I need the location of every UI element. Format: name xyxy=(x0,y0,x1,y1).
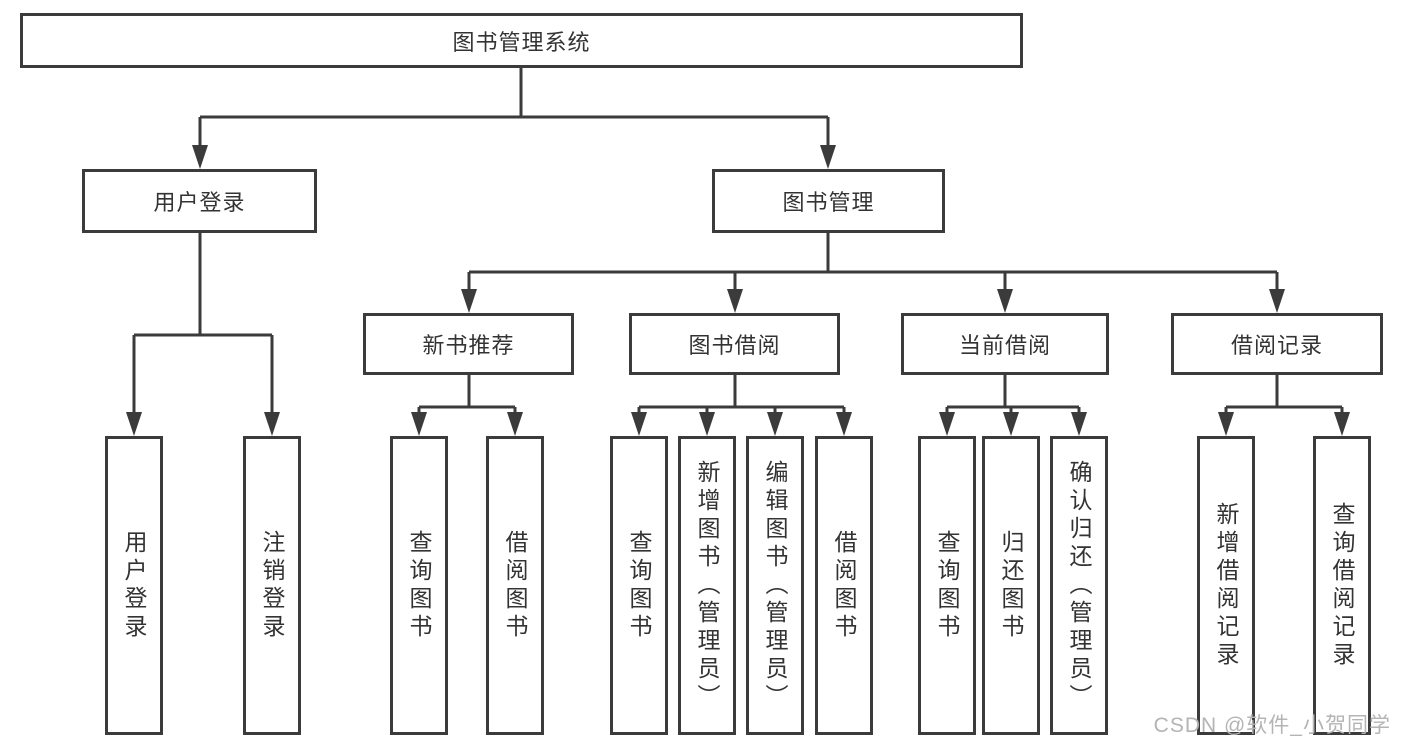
arrow-down-icon xyxy=(461,289,477,313)
connector-root-split xyxy=(198,68,830,149)
connector-recommend-split xyxy=(417,375,517,416)
node-current-borrow: 当前借阅 xyxy=(901,313,1109,375)
connector-mgmt-split xyxy=(467,233,1279,294)
leaf-current-return-book: 归还图书 xyxy=(982,436,1040,735)
connector-records-split xyxy=(1224,375,1344,416)
arrow-down-icon xyxy=(1003,412,1019,436)
leaf-records-query-record: 查询借阅记录 xyxy=(1313,436,1371,735)
arrow-down-icon xyxy=(836,412,852,436)
leaf-user-login: 用户登录 xyxy=(105,436,163,735)
leaf-borrow-add-book-admin: 新增图书（管理员） xyxy=(678,436,736,735)
connector-borrow-split xyxy=(637,375,846,416)
arrow-down-icon xyxy=(264,412,280,436)
node-borrow-records: 借阅记录 xyxy=(1171,313,1383,375)
leaf-records-add-record: 新增借阅记录 xyxy=(1197,436,1255,735)
node-new-book-recommend: 新书推荐 xyxy=(363,313,574,375)
arrow-down-icon xyxy=(411,412,427,436)
leaf-borrow-edit-book-admin: 编辑图书（管理员） xyxy=(746,436,804,735)
arrow-down-icon xyxy=(631,412,647,436)
node-book-borrow: 图书借阅 xyxy=(629,313,840,375)
leaf-recommend-query-book: 查询图书 xyxy=(390,436,448,735)
leaf-recommend-borrow-book: 借阅图书 xyxy=(486,436,544,735)
csdn-watermark: CSDN @软件_小贺同学 xyxy=(1153,714,1391,737)
node-root-system: 图书管理系统 xyxy=(20,13,1023,68)
leaf-borrow-query-book: 查询图书 xyxy=(610,436,668,735)
arrow-down-icon xyxy=(1334,412,1350,436)
arrow-down-icon xyxy=(820,145,836,169)
arrow-down-icon xyxy=(997,289,1013,313)
node-user-login-branch: 用户登录 xyxy=(82,169,317,233)
arrow-down-icon xyxy=(699,412,715,436)
arrow-down-icon xyxy=(939,412,955,436)
arrow-down-icon xyxy=(507,412,523,436)
arrow-down-icon xyxy=(1218,412,1234,436)
arrow-down-icon xyxy=(1071,412,1087,436)
node-book-management-branch: 图书管理 xyxy=(712,169,945,233)
leaf-current-confirm-return-admin: 确认归还（管理员） xyxy=(1050,436,1108,735)
leaf-current-query-book: 查询图书 xyxy=(918,436,976,735)
arrow-down-icon xyxy=(192,145,208,169)
leaf-logout: 注销登录 xyxy=(243,436,301,735)
arrow-down-icon xyxy=(727,289,743,313)
arrow-down-icon xyxy=(767,412,783,436)
arrow-down-icon xyxy=(1269,289,1285,313)
leaf-borrow-borrow-book: 借阅图书 xyxy=(815,436,873,735)
connector-current-split xyxy=(945,375,1081,416)
arrow-down-icon xyxy=(126,412,142,436)
connector-user-split xyxy=(132,233,274,416)
